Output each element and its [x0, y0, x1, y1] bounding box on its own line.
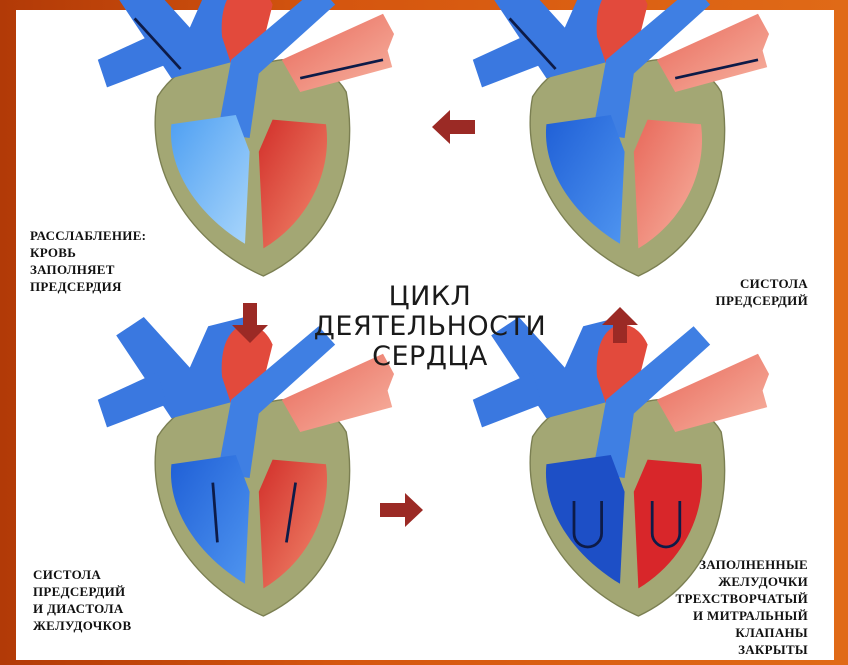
cycle-arrow-left	[432, 110, 475, 144]
caption-atrial-systole: СИСТОЛА ПРЕДСЕРДИЙ	[716, 275, 808, 309]
caption-ventricles-filled: ЗАПОЛНЕННЫЕ ЖЕЛУДОЧКИ ТРЕХСТВОРЧАТЫЙ И М…	[676, 556, 809, 658]
caption-atrial-systole-ventricular-diastole: СИСТОЛА ПРЕДСЕРДИЙ И ДИАСТОЛА ЖЕЛУДОЧКОВ	[33, 566, 131, 634]
caption-relaxation: РАССЛАБЛЕНИЕ: КРОВЬ ЗАПОЛНЯЕТ ПРЕДСЕРДИЯ	[30, 227, 146, 295]
title-line-2: СЕРДЦА	[270, 342, 590, 372]
cycle-arrow-right	[380, 493, 423, 527]
diagram-title: ЦИКЛ ДЕЯТЕЛЬНОСТИ СЕРДЦА	[270, 282, 590, 372]
title-line-1: ЦИКЛ ДЕЯТЕЛЬНОСТИ	[270, 282, 590, 342]
heart-atrial-systole	[473, 0, 769, 276]
